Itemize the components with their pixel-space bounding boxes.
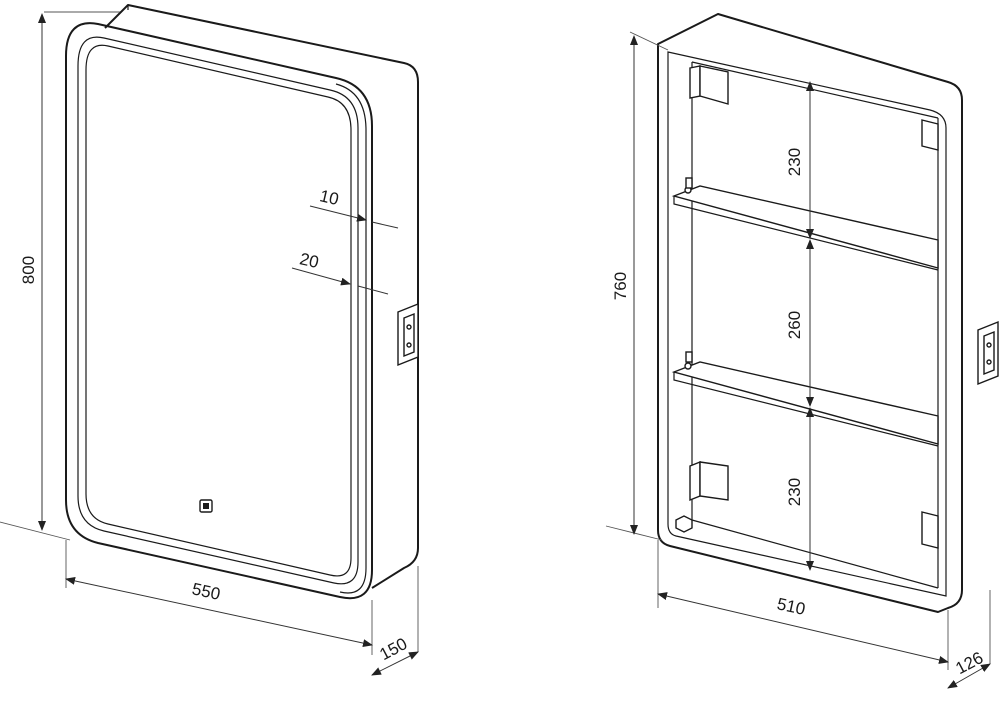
led-frame-outer [77, 36, 359, 585]
section-top-dimension-label: 230 [785, 148, 804, 176]
width-dimension-line [65, 576, 373, 648]
cabinet-opening [667, 51, 947, 597]
interior-depth-dimension-line [947, 663, 991, 689]
interior-width-dimension-label: 510 [775, 594, 807, 618]
cabinet-body [104, 4, 419, 589]
mirror-cabinet-front-view: 800 550 150 10 20 [0, 4, 419, 676]
mirror-door [65, 22, 373, 600]
side-hinge-right [977, 320, 999, 386]
led-frame-inner [85, 44, 352, 577]
edge-large-dimension-line [291, 267, 351, 286]
interior-depth-dimension-label: 126 [952, 648, 986, 678]
section-middle-dimension-label: 260 [785, 311, 804, 339]
height-dimension-label: 800 [19, 256, 38, 284]
side-hinge [397, 302, 419, 367]
width-dimension-label: 550 [190, 579, 222, 603]
interior-width-dimension-line [657, 592, 949, 664]
cabinet-frame [657, 13, 963, 613]
shelf-top [671, 177, 939, 271]
hinge-brackets [675, 65, 939, 549]
interior-height-dimension-label: 760 [611, 272, 630, 300]
edge-small-dimension-line [309, 205, 367, 222]
shelf-bottom [671, 351, 939, 447]
edge-large-dimension-label: 20 [298, 249, 321, 272]
section-bottom-dimension-label: 230 [785, 478, 804, 506]
cabinet-interior-view: 230 260 230 760 510 126 [605, 13, 999, 689]
depth-dimension-line [371, 651, 419, 676]
edge-small-dimension-label: 10 [318, 186, 341, 209]
depth-dimension-label: 150 [376, 634, 410, 664]
